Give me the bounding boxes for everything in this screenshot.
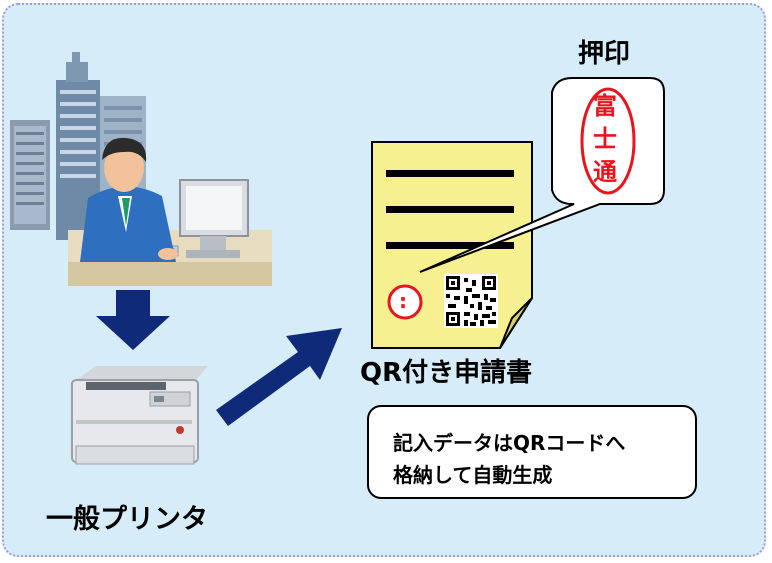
small-seal [387,284,423,320]
note-box: 記入データはQRコードへ 格納して自動生成 [367,405,697,499]
seal-char-2: 士 [593,124,617,153]
printer-caption: 一般プリンタ [46,504,208,535]
qr-form-document [371,141,533,349]
form-caption: QR付き申請書 [360,358,533,388]
note-line-1: 記入データはQRコードへ [393,431,626,455]
office-worker-illustration [10,52,272,286]
down-arrow [96,290,170,350]
diagonal-arrow [216,328,342,426]
note-line-2: 格納して自動生成 [393,463,553,487]
seal-char-1: 富 [593,91,617,120]
seal-char-3: 通 [593,157,617,186]
printer-illustration [71,366,208,465]
seal-caption: 押印 [578,39,631,69]
large-seal [580,87,636,195]
small-seal-mark: : [399,289,407,313]
form-line-3 [386,242,514,249]
qr-code-icon [444,274,498,328]
seal-callout [419,77,665,273]
form-line-1 [386,170,514,177]
form-line-2 [386,206,514,213]
